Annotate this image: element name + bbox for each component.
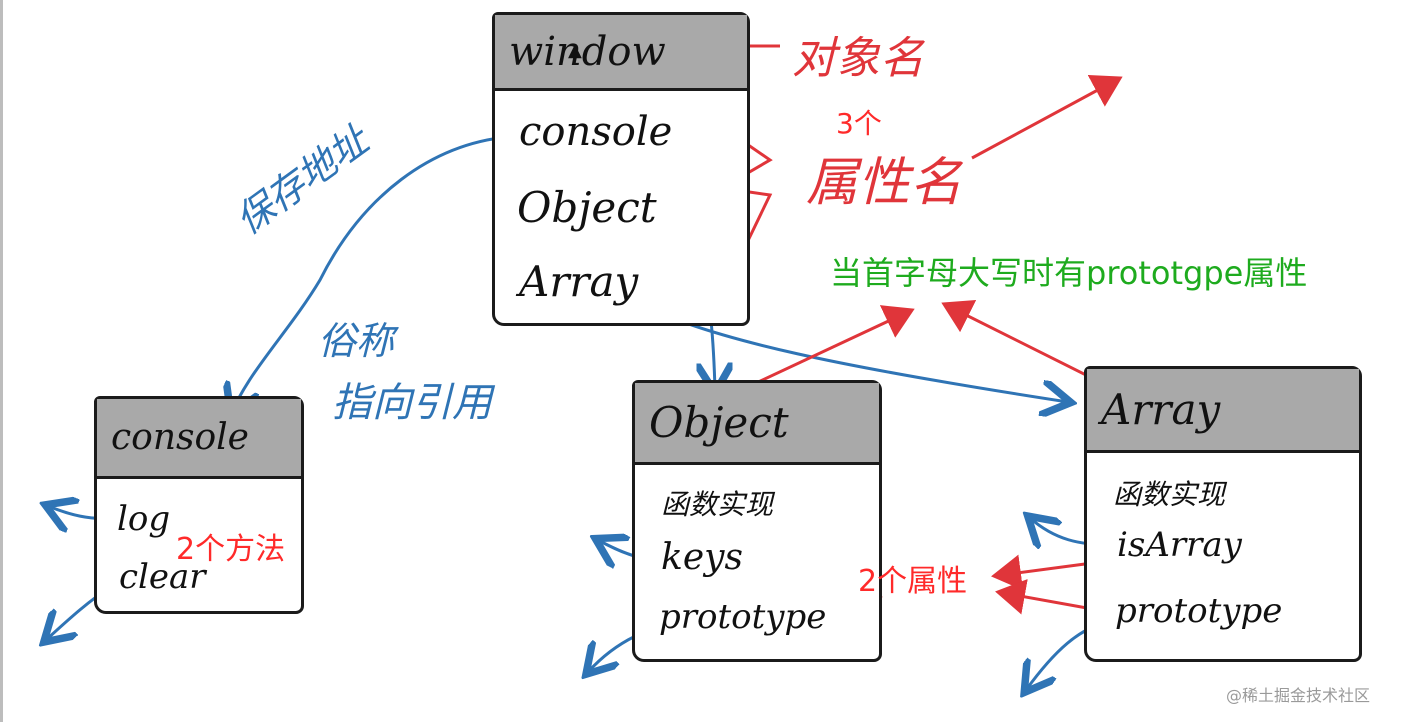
array-box-title: Array — [1101, 385, 1221, 434]
arrow-console-to-box — [232, 134, 521, 412]
console-box-title: console — [111, 417, 249, 458]
object-field-impl: 函数实现 — [661, 488, 774, 521]
window-box-title: window — [509, 28, 666, 75]
console-field-log: log — [117, 499, 171, 539]
window-box: window console Object Array — [492, 12, 750, 326]
window-edge — [0, 0, 3, 722]
object-box: Object 函数实现 keys prototype — [632, 380, 882, 662]
array-box: Array 函数实现 isArray prototype — [1084, 366, 1362, 662]
window-box-header: window — [495, 15, 747, 91]
label-three-props: 3个 — [836, 107, 882, 140]
label-two-methods: 2个方法 — [176, 532, 286, 567]
console-field-clear: clear — [119, 557, 206, 597]
label-uppercase-prototype: 当首字母大写时有prototgpe属性 — [830, 254, 1308, 292]
array-box-header: Array — [1087, 369, 1359, 453]
array-field-prototype: prototype — [1115, 591, 1283, 631]
arrow-arrproto-props — [995, 579, 1099, 615]
object-box-header: Object — [635, 383, 879, 465]
label-points-to-ref: 指向引用 — [332, 380, 492, 426]
mouse-cursor-icon: ▲ — [568, 40, 582, 61]
window-field-array: Array — [519, 257, 639, 306]
label-object-name: 对象名 — [792, 33, 924, 84]
label-property-name: 属性名 — [806, 153, 963, 213]
array-field-impl: 函数实现 — [1113, 478, 1226, 511]
watermark: @稀土掘金技术社区 — [1226, 686, 1371, 705]
console-box: console log clear — [94, 396, 304, 614]
arrow-propname-up — [971, 75, 1123, 160]
console-box-header: console — [97, 399, 301, 479]
object-field-prototype: prototype — [659, 597, 827, 637]
arrow-isarray-props — [991, 554, 1101, 591]
window-field-object: Object — [517, 183, 657, 232]
array-field-isarray: isArray — [1117, 525, 1242, 565]
label-alias: 俗称 — [318, 319, 395, 363]
object-field-keys: keys — [661, 537, 743, 578]
object-box-title: Object — [649, 398, 789, 447]
window-field-console: console — [519, 109, 673, 155]
label-two-props: 2个属性 — [858, 564, 968, 599]
